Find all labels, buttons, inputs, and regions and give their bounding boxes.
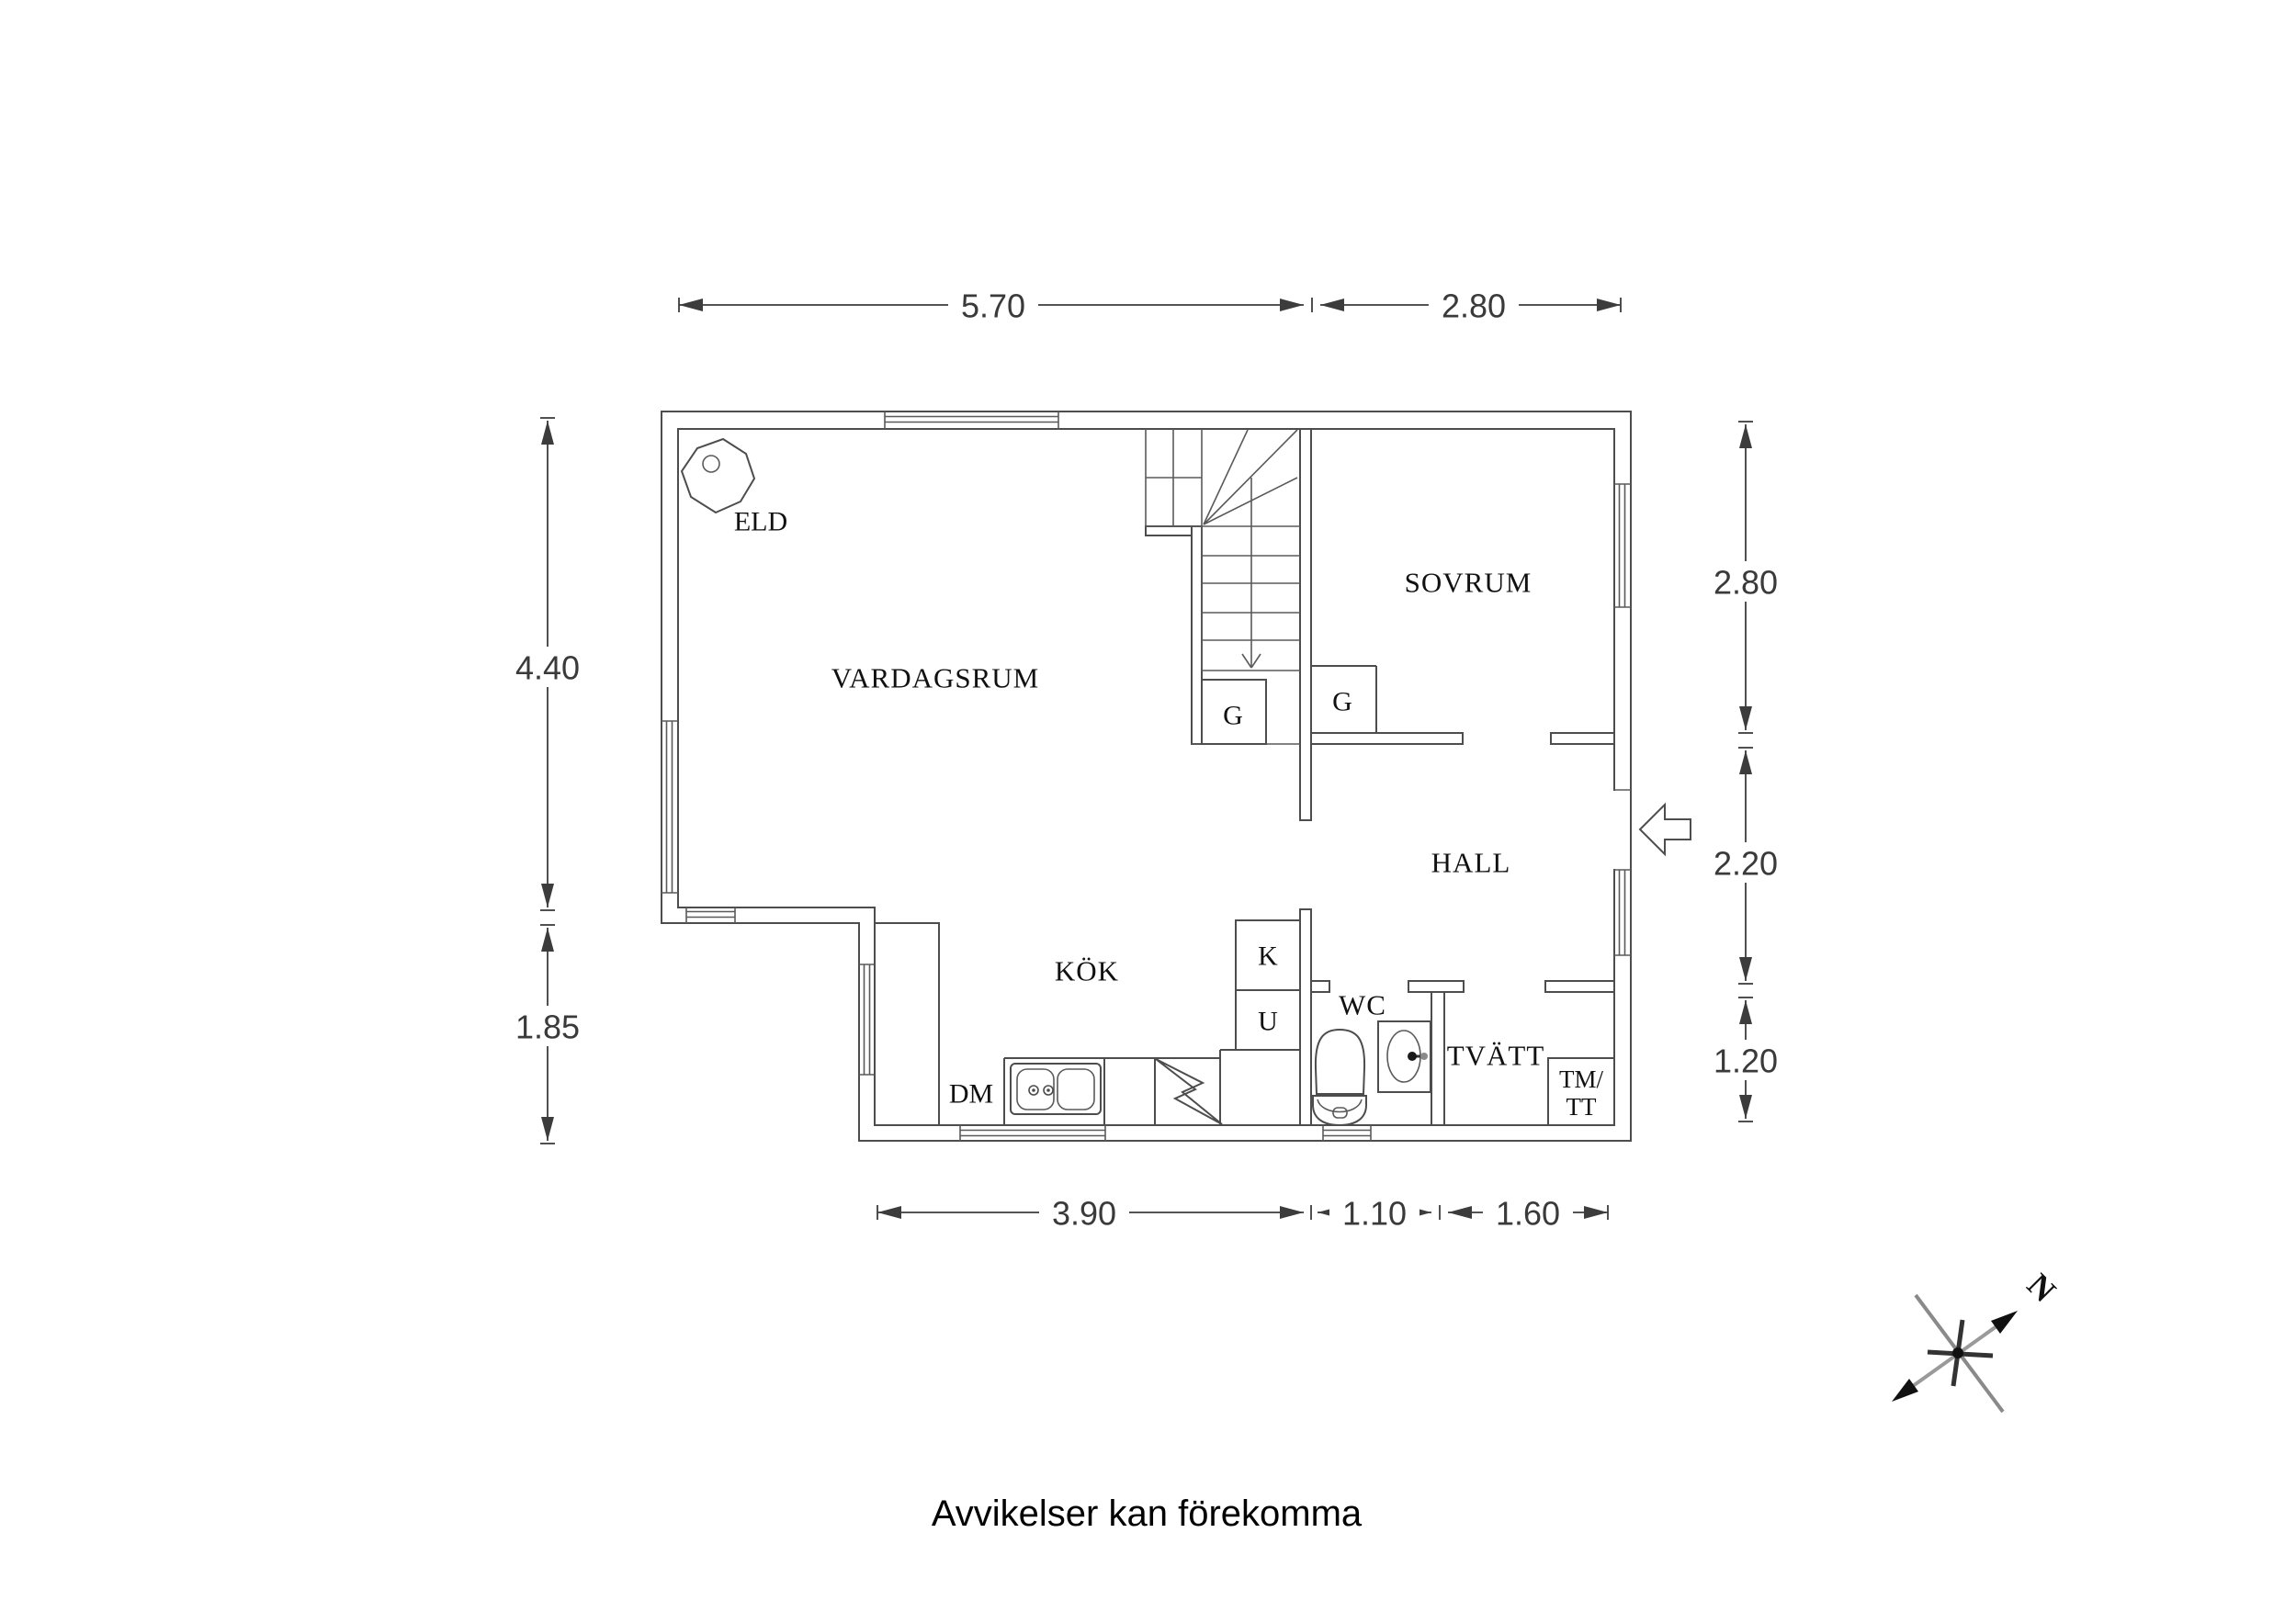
staircase (1145, 429, 1300, 745)
room-label-kitchen: KÖK (1055, 955, 1119, 987)
washer-dryer-label-line1: TM/ (1559, 1065, 1604, 1093)
room-label-livingroom: VARDAGSRUM (831, 662, 1040, 694)
washbasin-icon (1377, 1020, 1431, 1093)
dimension-left: 4.40 1.85 (503, 417, 593, 1144)
stove-lightning-icon (1155, 1058, 1223, 1125)
window-bottom-wc (1322, 1125, 1372, 1141)
compass-icon: N (1892, 1267, 2064, 1414)
room-label-bedroom: SOVRUM (1405, 567, 1533, 599)
dimension-bottom-right: 1.60 (1496, 1195, 1560, 1233)
window-step-wall (685, 907, 736, 923)
window-left-kitchen (859, 964, 875, 1076)
oven-label: U (1258, 1007, 1278, 1037)
washer-dryer-box (1547, 1057, 1615, 1126)
window-top-livingroom (884, 411, 1059, 429)
closet-bedroom (1311, 665, 1377, 733)
fridge-label: K (1258, 941, 1278, 972)
room-label-hall: HALL (1431, 847, 1511, 879)
dimension-left-upper: 4.40 (515, 649, 580, 687)
room-label-laundry: TVÄTT (1447, 1040, 1545, 1072)
dimension-bottom-middle: 1.10 (1342, 1195, 1407, 1233)
window-left-livingroom (662, 720, 678, 894)
room-label-wc: WC (1339, 989, 1386, 1021)
dimension-right-upper: 2.80 (1714, 564, 1778, 602)
compass-north-label: N (2020, 1267, 2064, 1310)
window-bottom-kitchen (959, 1125, 1106, 1141)
dishwasher-label: DM (949, 1079, 993, 1110)
entry-door-opening (1610, 791, 1619, 869)
toilet-icon (1312, 1028, 1367, 1127)
disclaimer-text: Avvikelser kan förekomma (932, 1493, 1363, 1534)
dimension-bottom-left: 3.90 (1052, 1195, 1116, 1233)
entry-arrow-icon (1638, 802, 1691, 857)
fireplace-label: ELD (734, 507, 787, 537)
dimension-top-right: 2.80 (1442, 287, 1506, 325)
dimension-right-lower: 1.20 (1714, 1043, 1778, 1080)
dimension-right-middle: 2.20 (1714, 845, 1778, 883)
dimension-left-lower: 1.85 (515, 1009, 580, 1046)
washer-dryer-label-line2: TT (1566, 1093, 1597, 1121)
dimension-top-left: 5.70 (961, 287, 1025, 325)
dimension-right: 2.80 2.20 1.20 (1701, 421, 1791, 1122)
closet-stairs-label: G (1223, 701, 1243, 731)
dimension-top: 5.70 2.80 (678, 285, 1622, 325)
kitchen-sink-icon (1010, 1063, 1102, 1115)
closet-bedroom-label: G (1332, 687, 1352, 717)
fridge-oven-cabinet (1235, 919, 1301, 1051)
dimension-bottom: 3.90 1.10 1.60 (877, 1192, 1609, 1233)
kitchen-counters (874, 922, 1300, 1126)
window-right-hall (1614, 870, 1631, 956)
closet-under-stairs (1201, 679, 1267, 745)
window-right-bedroom (1614, 483, 1631, 608)
fireplace-icon (680, 437, 756, 514)
